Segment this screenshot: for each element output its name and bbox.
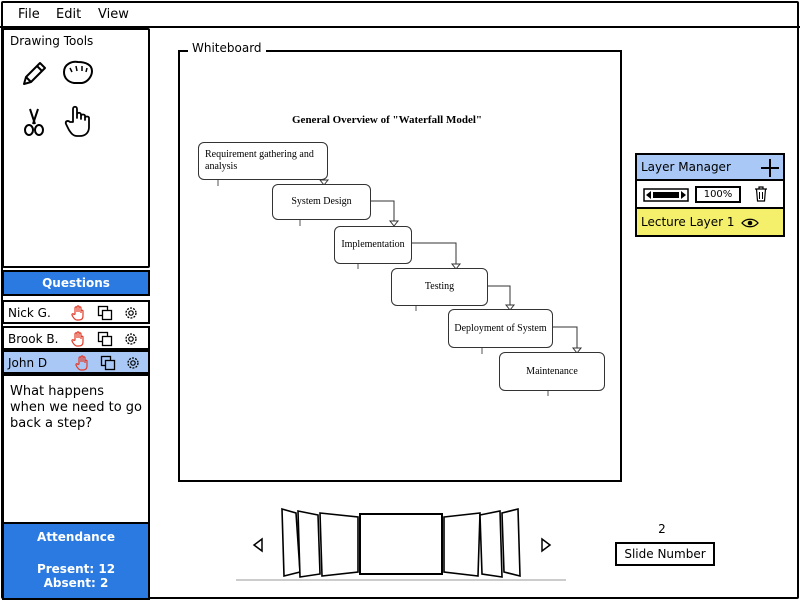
question-row[interactable]: Nick G. <box>2 300 150 324</box>
whiteboard-canvas[interactable] <box>178 50 622 482</box>
gear-icon[interactable] <box>123 331 139 347</box>
trash-icon[interactable] <box>753 185 769 207</box>
raise-hand-icon[interactable] <box>74 355 90 371</box>
eye-icon[interactable] <box>741 217 759 231</box>
question-row[interactable]: Brook B. <box>2 326 150 350</box>
attendance-panel: Attendance Present: 12 Absent: 2 <box>2 522 150 600</box>
gear-icon[interactable] <box>125 355 141 371</box>
glove-icon[interactable] <box>60 58 96 90</box>
layer-row[interactable]: Lecture Layer 1 <box>637 209 783 235</box>
slide-carousel[interactable] <box>236 505 566 585</box>
slide-number-value: 2 <box>658 522 666 536</box>
raise-hand-icon[interactable] <box>70 331 86 347</box>
questions-header: Questions <box>2 270 150 296</box>
layer-name: Lecture Layer 1 <box>641 215 735 229</box>
waterfall-step[interactable]: Implementation <box>334 226 412 264</box>
question-author: John D <box>8 356 48 370</box>
slide-number-field[interactable]: Slide Number <box>615 542 715 566</box>
question-detail-text: What happens when we need to go back a s… <box>2 374 150 524</box>
layer-manager-panel: Layer Manager 100% Lecture Layer 1 <box>635 153 785 237</box>
question-author: Brook B. <box>8 332 59 346</box>
waterfall-step[interactable]: Deployment of System <box>448 309 553 348</box>
duplicate-icon[interactable] <box>97 305 113 321</box>
drawing-tools-panel: Drawing Tools <box>2 28 150 268</box>
layer-zoom-field[interactable]: 100% <box>695 186 741 203</box>
layer-controls: 100% <box>637 181 783 209</box>
gear-icon[interactable] <box>123 305 139 321</box>
layer-manager-title: Layer Manager <box>641 160 731 174</box>
pencil-icon[interactable] <box>18 58 50 90</box>
diagram-title: General Overview of "Waterfall Model" <box>292 114 482 126</box>
layer-manager-header: Layer Manager <box>637 155 783 181</box>
attendance-present: Present: 12 <box>36 562 116 576</box>
menu-edit[interactable]: Edit <box>56 7 82 22</box>
waterfall-step[interactable]: Maintenance <box>499 352 605 391</box>
duplicate-icon[interactable] <box>100 355 116 371</box>
question-row-selected[interactable]: John D <box>2 350 150 374</box>
menu-view[interactable]: View <box>98 7 129 22</box>
duplicate-icon[interactable] <box>97 331 113 347</box>
whiteboard-label: Whiteboard <box>188 41 266 55</box>
attendance-absent: Absent: 2 <box>43 576 109 590</box>
drawing-tools-title: Drawing Tools <box>10 34 94 48</box>
opacity-slider[interactable] <box>643 187 689 206</box>
raise-hand-icon[interactable] <box>70 305 86 321</box>
attendance-title: Attendance <box>37 530 115 544</box>
add-layer-icon[interactable] <box>760 158 780 181</box>
menu-bar: File Edit View <box>0 0 800 28</box>
waterfall-step[interactable]: Requirement gathering and analysis <box>198 142 328 180</box>
scissors-icon[interactable] <box>18 106 50 138</box>
hand-pointer-icon[interactable] <box>62 104 94 137</box>
waterfall-step[interactable]: Testing <box>391 268 488 306</box>
menu-file[interactable]: File <box>18 7 40 22</box>
waterfall-step[interactable]: System Design <box>272 184 371 220</box>
next-slide-icon[interactable] <box>540 537 552 557</box>
question-author: Nick G. <box>8 306 51 320</box>
previous-slide-icon[interactable] <box>252 537 264 557</box>
